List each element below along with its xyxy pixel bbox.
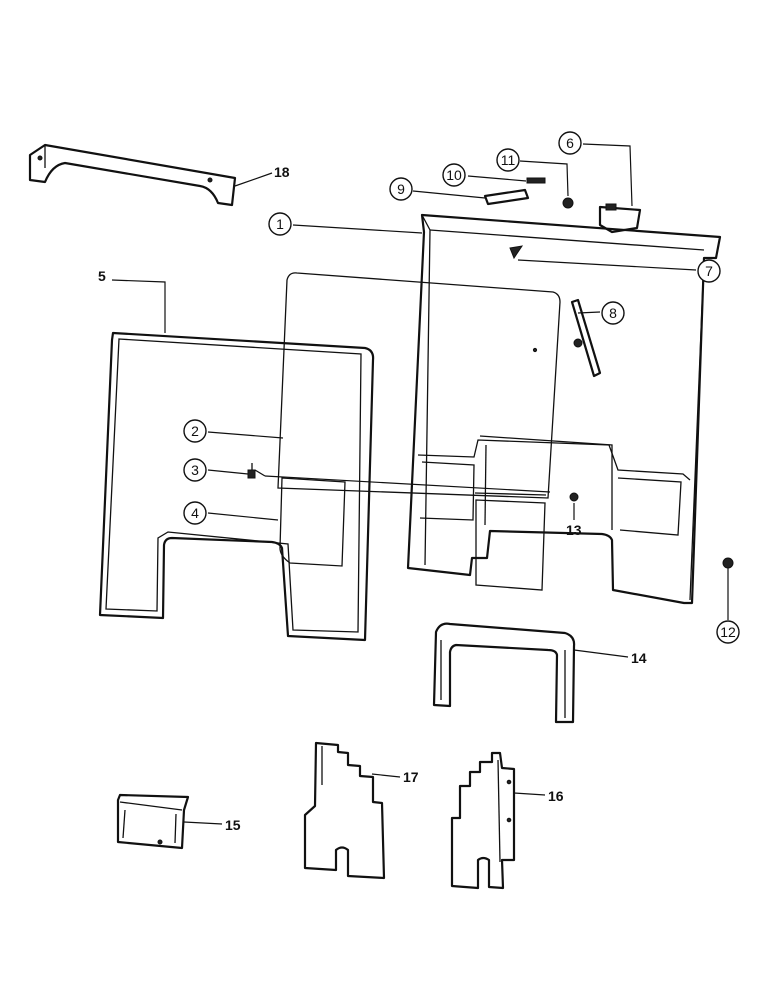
part-13-knob (569, 492, 579, 502)
part-15-bracket (116, 793, 190, 850)
leader-lines (111, 143, 729, 825)
part-10-pin (526, 177, 546, 184)
label-18: 18 (274, 164, 290, 180)
callout-9: 9 (389, 177, 413, 201)
svg-text:1: 1 (276, 216, 284, 232)
svg-text:8: 8 (609, 305, 617, 321)
part-18-top-trim (28, 143, 237, 207)
callout-1: 1 (268, 212, 292, 236)
label-13: 13 (566, 522, 582, 538)
svg-text:6: 6 (566, 135, 574, 151)
svg-text:7: 7 (705, 263, 713, 279)
callout-8: 8 (601, 301, 625, 325)
callout-6: 6 (558, 131, 582, 155)
label-5: 5 (98, 268, 106, 284)
part-9-handle (483, 188, 530, 206)
part-6-hinge (598, 203, 642, 234)
part-7-catch (509, 245, 524, 260)
svg-text:10: 10 (446, 167, 462, 183)
callout-2: 2 (183, 419, 207, 443)
part-5-seal (98, 331, 375, 642)
part-17-panel (303, 741, 386, 880)
svg-text:12: 12 (720, 624, 736, 640)
part-11-nut (562, 197, 574, 209)
callout-11: 11 (496, 148, 520, 172)
svg-text:11: 11 (501, 152, 516, 168)
svg-text:2: 2 (191, 423, 199, 439)
part-12-knob (722, 557, 734, 569)
part-16-panel (450, 751, 516, 890)
callout-12: 12 (716, 620, 740, 644)
label-14: 14 (631, 650, 647, 666)
callout-4: 4 (183, 501, 207, 525)
part-8-wiper (570, 298, 602, 378)
svg-text:9: 9 (397, 181, 405, 197)
part-3-latch (247, 463, 266, 479)
part-1-door-frame (406, 213, 722, 605)
label-15: 15 (225, 817, 241, 833)
part-4-panel (279, 477, 346, 567)
callout-10: 10 (442, 163, 466, 187)
callout-7: 7 (697, 259, 721, 283)
part-14-u-frame (432, 622, 576, 724)
svg-text:4: 4 (191, 505, 199, 521)
label-16: 16 (548, 788, 564, 804)
callout-3: 3 (183, 458, 207, 482)
part-2-glass (277, 272, 561, 499)
label-17: 17 (403, 769, 419, 785)
svg-text:3: 3 (191, 462, 199, 478)
